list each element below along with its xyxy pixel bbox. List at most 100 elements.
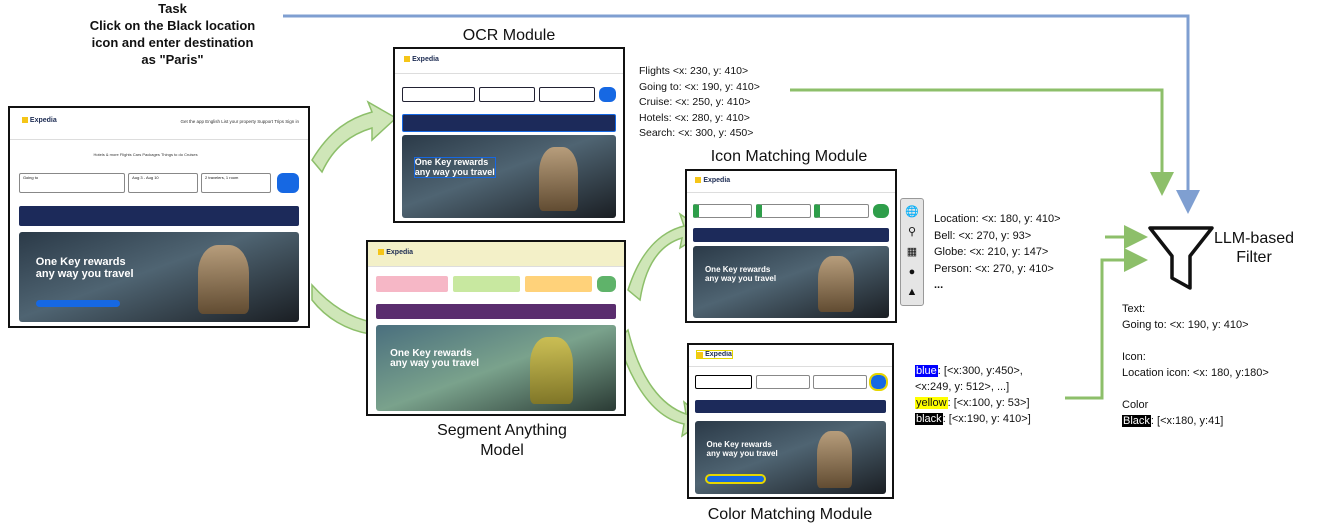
ocr-module-title: OCR Module [462, 27, 556, 44]
ocr-result: Cruise: <x: 250, y: 410> [639, 96, 751, 108]
travelers-field: 2 travelers, 1 room [201, 173, 272, 193]
expedia-logo: Expedia [378, 249, 413, 256]
going-to-field: Going to [18, 173, 126, 193]
screenshot-search-row [401, 86, 617, 103]
ocr-result: Going to: <x: 190, y: 410> [639, 80, 760, 93]
icon-result: Location: <x: 180, y: 410> [934, 213, 1061, 225]
expedia-logo: Expedia [695, 177, 730, 184]
output-color-value: Black: [<x:180, y:41] [1122, 413, 1269, 429]
icon-sidebar: 🌐 ⚲ ▦ ● ▲ [900, 198, 924, 306]
task-line: icon and enter destination [91, 35, 254, 50]
color-results: blue: [<x:300, y:450>, <x:249, y: 512>, … [915, 363, 1031, 427]
going-to-field [693, 204, 752, 218]
ocr-results: Flights <x: 230, y: 410> Going to: <x: 1… [639, 64, 760, 142]
screenshot-tabs: Hotels & more Flights Cars Packages Thin… [93, 151, 198, 157]
screenshot-search-row [375, 276, 617, 292]
icon-result: ... [934, 279, 944, 291]
search-button [276, 173, 300, 193]
going-to-field [375, 276, 448, 292]
sam-title-line: Model [480, 442, 524, 459]
globe-icon: 🌐 [905, 206, 919, 218]
filter-output: Text: Going to: <x: 190, y: 410> Icon: L… [1122, 301, 1269, 429]
task-arrow [283, 14, 1200, 214]
blue-value: : [<x:300, y:450>, [937, 365, 1023, 377]
calendar-icon: ▦ [906, 246, 918, 258]
task-heading: Task [158, 1, 187, 16]
member-banner [695, 399, 886, 414]
task-line: Click on the Black location [89, 18, 256, 33]
hero-person [539, 146, 578, 211]
output-text-value: Going to: <x: 190, y: 410> [1122, 319, 1249, 331]
screenshot-nav-links: Get the app English List your property S… [180, 118, 300, 124]
hero-person [529, 336, 574, 404]
output-icon-heading: Icon: [1122, 351, 1146, 363]
ocr-result: Flights <x: 230, y: 410> [639, 65, 749, 77]
search-button [599, 86, 617, 103]
location-pin-icon: ⚲ [907, 226, 917, 238]
screenshot-nav: Expedia [689, 345, 892, 368]
member-banner [18, 206, 300, 226]
member-banner [375, 303, 617, 320]
hero-button [35, 300, 120, 308]
black-key: black [915, 413, 943, 425]
curve-arrow-to-ocr [311, 100, 398, 174]
blue-key: blue [915, 365, 938, 377]
llm-filter-line: LLM-based [1213, 230, 1295, 247]
screenshot-search-row [693, 204, 889, 218]
color-result-blue: blue: [<x:300, y:450>, [915, 363, 1031, 379]
person-icon: ● [908, 266, 916, 278]
dates-field [452, 276, 521, 292]
yellow-value: : [<x:100, y: 53>] [947, 397, 1030, 409]
dates-field: Aug 3 - Aug 10 [128, 173, 199, 193]
output-icon-value: Location icon: <x: 180, y:180> [1122, 367, 1269, 379]
output-color-heading: Color [1122, 399, 1149, 411]
sam-module-title: Segment Anything Model [402, 421, 602, 461]
dates-field [755, 204, 811, 218]
hero-person [818, 256, 854, 313]
search-button [873, 204, 889, 218]
output-text-heading: Text: [1122, 303, 1146, 315]
icon-result: Globe: <x: 210, y: 147> [934, 246, 1049, 258]
original-screenshot: Expedia Get the app English List your pr… [8, 106, 310, 328]
expedia-logo: Expedia [21, 117, 57, 124]
color-result-blue-cont: <x:249, y: 512>, ...] [915, 381, 1010, 393]
screenshot-search-row: Going to Aug 3 - Aug 10 2 travelers, 1 r… [18, 173, 300, 193]
funnel-icon [1148, 226, 1214, 290]
black-value: : [<x:190, y: 410>] [942, 413, 1031, 425]
icon-result: Person: <x: 270, y: 410> [934, 262, 1054, 275]
ocr-to-filter-arrow [790, 88, 1174, 196]
bell-icon: ▲ [906, 286, 918, 298]
expedia-logo: Expedia [404, 56, 439, 63]
llm-filter-label: LLM-based Filter [1204, 229, 1304, 267]
ocr-result: Hotels: <x: 280, y: 410> [639, 111, 750, 124]
travelers-field [814, 204, 870, 218]
member-banner [401, 114, 617, 132]
travelers-field [813, 375, 867, 390]
color-result-black: black: [<x:190, y: 410>] [915, 411, 1031, 427]
search-button [868, 373, 888, 392]
dates-field [478, 86, 535, 103]
hero-person [198, 244, 249, 315]
icon-result: Bell: <x: 270, y: 93> [934, 229, 1032, 242]
travelers-field [524, 276, 593, 292]
icon-results: Location: <x: 180, y: 410> Bell: <x: 270… [934, 211, 1061, 294]
hero-person [817, 431, 852, 489]
screenshot-nav: Expedia [395, 49, 623, 75]
screenshot-nav: Expedia [368, 242, 624, 268]
expedia-logo: Expedia [696, 350, 733, 360]
task-description: Task Click on the Black location icon an… [30, 0, 315, 68]
ocr-result: Search: <x: 300, y: 450> [639, 127, 754, 139]
llm-filter-line: Filter [1236, 249, 1272, 266]
